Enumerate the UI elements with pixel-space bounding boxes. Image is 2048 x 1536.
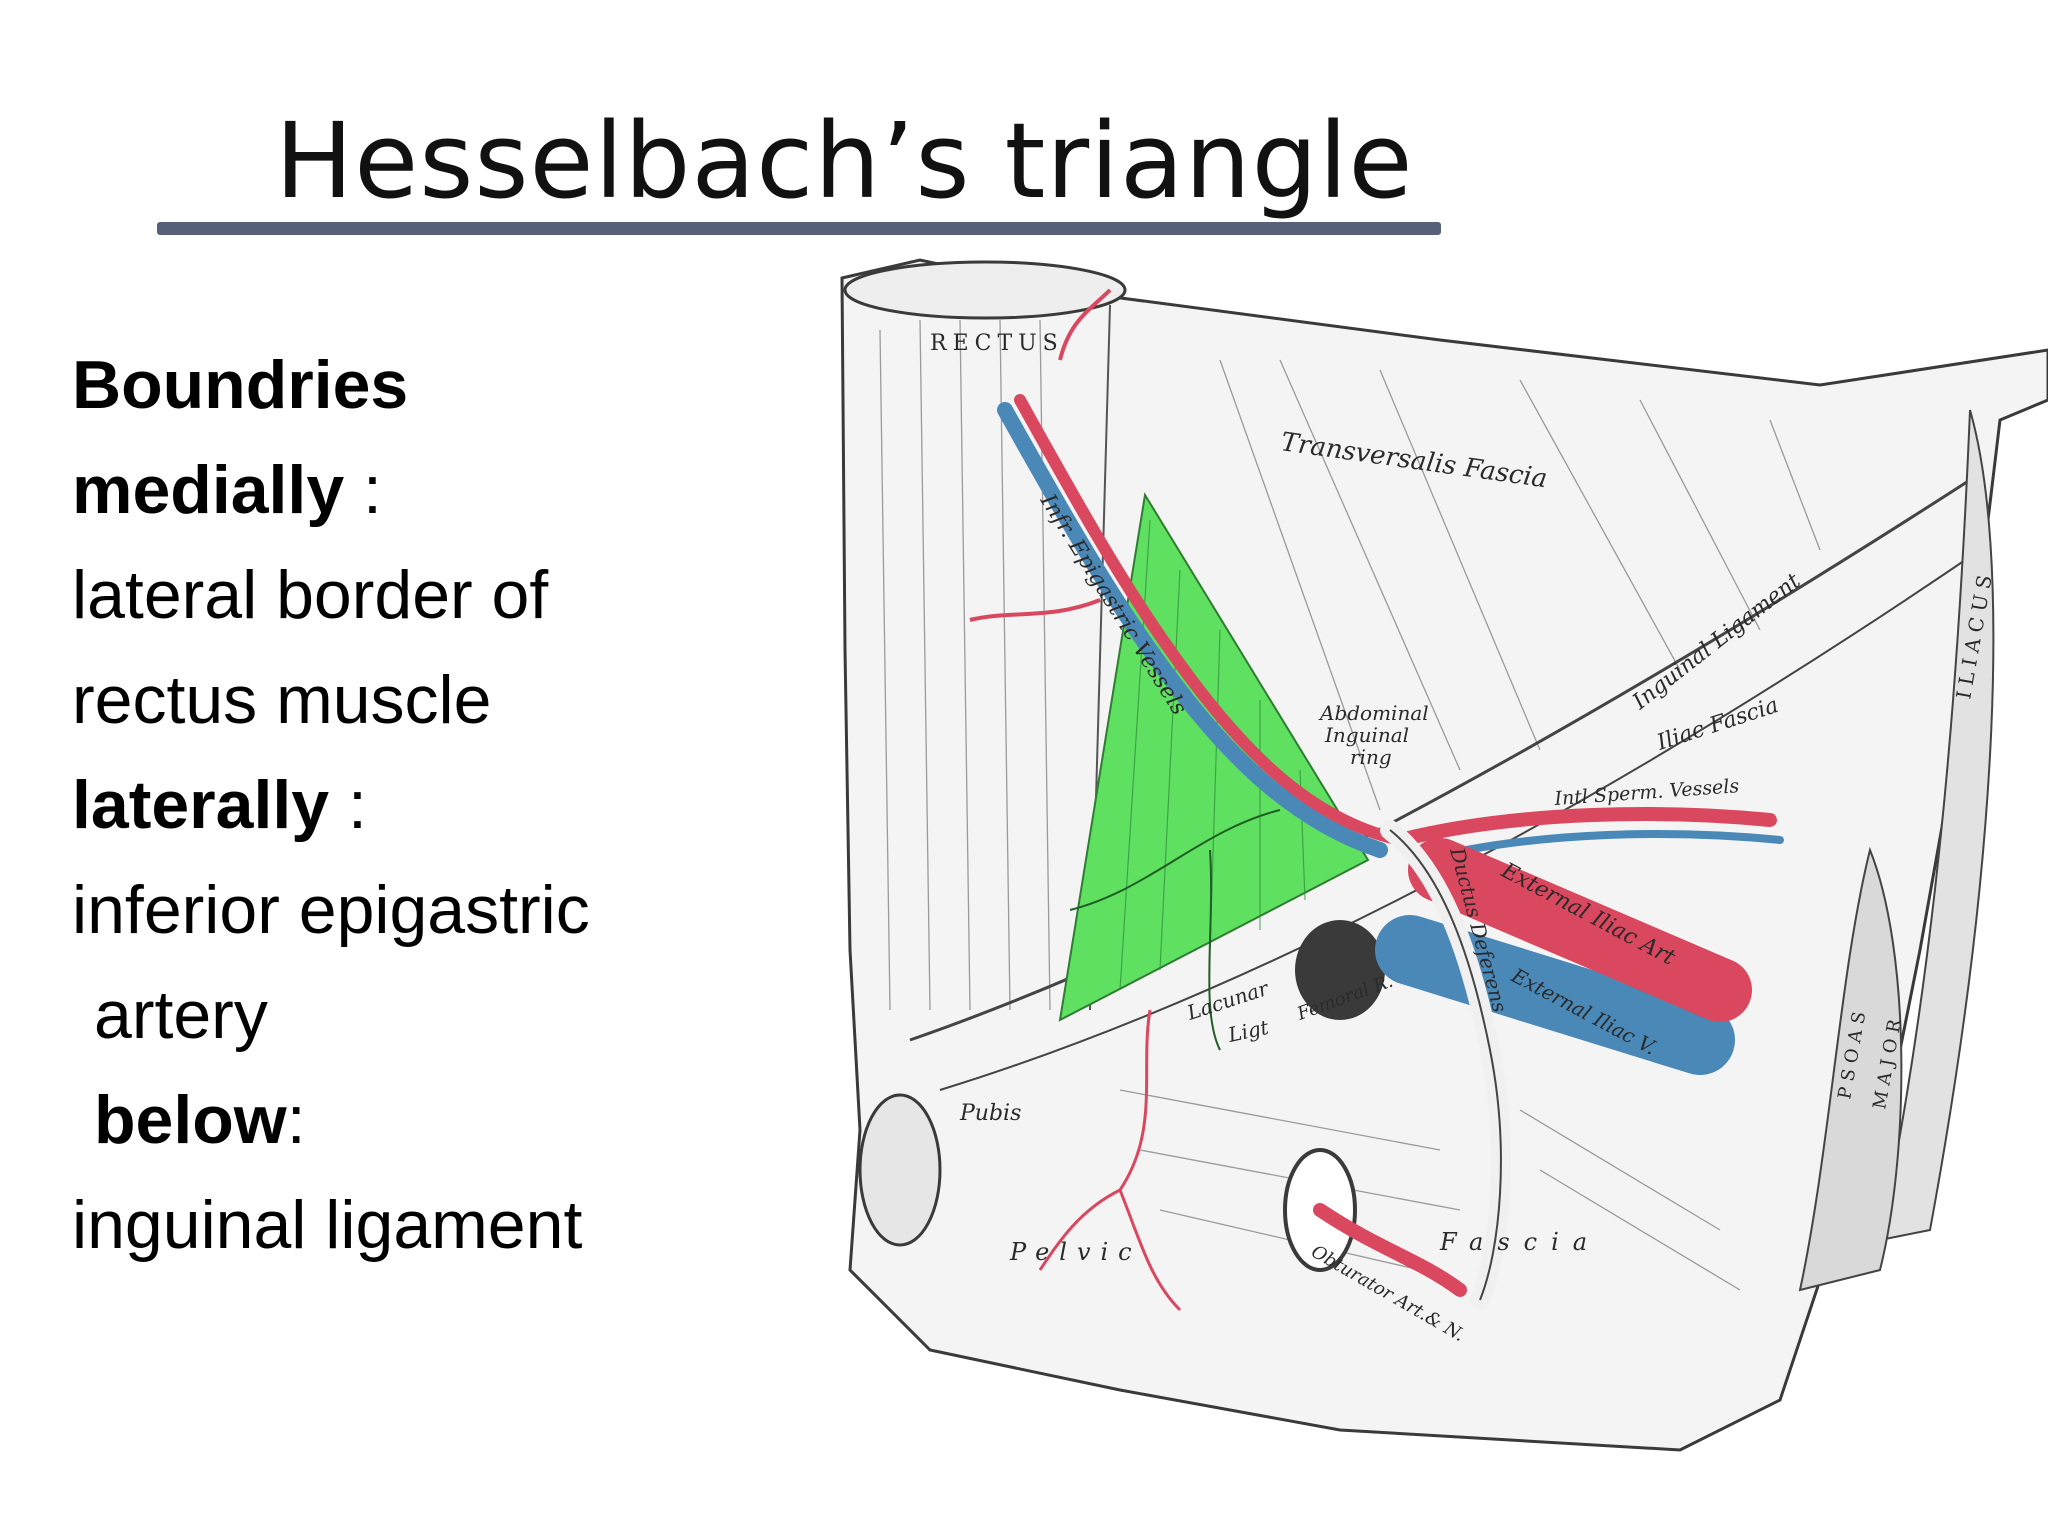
laterally-text-2: artery (94, 977, 268, 1053)
epigastric-branch (969, 288, 1112, 622)
label-pubis: Pubis (959, 1101, 1021, 1126)
triangle-nerve (1069, 809, 1281, 1051)
label-abdominal-ring-2: Inguinal (1324, 723, 1409, 747)
hatch-line (879, 329, 891, 1011)
below-line: below: (72, 1068, 590, 1173)
title-underline (157, 222, 1441, 235)
obturator-artery (1313, 1203, 1467, 1297)
below-separator: : (286, 1082, 306, 1158)
laterally-label: laterally (72, 767, 330, 843)
hatch-line (1769, 419, 1821, 551)
medially-text-1: lateral border of (72, 557, 549, 633)
slide-title: Hesselbach’s triangle (275, 100, 1414, 222)
medially-text-2: rectus muscle (72, 662, 492, 738)
psoas-muscle (1798, 846, 1903, 1292)
hatch-line (999, 319, 1011, 1011)
spermatic-vessels (1393, 807, 1777, 847)
pelvic-branches (1038, 1009, 1182, 1312)
laterally-separator: : (329, 767, 367, 843)
hatch-line (919, 319, 931, 1011)
below-text: inguinal ligament (72, 1187, 583, 1263)
laterally-line: laterally : (72, 753, 590, 858)
iliacus-muscle (1878, 409, 1995, 1242)
ductus-deferens-outline (1389, 829, 1502, 1301)
medially-line: medially : (72, 438, 590, 543)
label-pelvic: Pelvic (1009, 1238, 1142, 1266)
boundaries-text: Boundries medially : lateral border of r… (72, 333, 590, 1278)
label-rectus: RECTUS (930, 331, 1064, 356)
anatomy-illustration: RECTUS Transversalis Fascia Inguinal Lig… (820, 250, 2048, 1480)
laterally-text-1: inferior epigastric (72, 872, 590, 948)
hatch-line (1379, 369, 1541, 751)
hatching (879, 319, 1821, 1291)
inguinal-ligament-lower (939, 549, 1981, 1091)
hatch-line (1639, 399, 1761, 631)
hatch-line (1219, 359, 1381, 811)
label-abdominal-ring-3: ring (1350, 745, 1392, 769)
medially-label: medially (72, 452, 345, 528)
hatch-line (959, 319, 971, 1011)
hatch-line (1279, 359, 1461, 771)
rectus-muscle-top (843, 260, 1127, 320)
below-label: below (94, 1082, 287, 1158)
medially-separator: : (344, 452, 382, 528)
striation-line (1159, 569, 1181, 971)
label-abdominal-ring-1: Abdominal (1318, 701, 1429, 725)
pubis-bone (858, 1093, 942, 1247)
hatch-line (1519, 1109, 1721, 1231)
inferior-epigastric-vein (997, 402, 1388, 858)
label-fascia: Fascia (1439, 1228, 1601, 1256)
anatomy-drawing: RECTUS Transversalis Fascia Inguinal Lig… (840, 258, 2048, 1452)
external-iliac-artery (1408, 838, 1752, 1022)
inferior-epigastric-artery (1014, 394, 1406, 846)
hatch-line (1539, 1169, 1741, 1291)
boundaries-heading: Boundries (72, 347, 409, 423)
femoral-ring (1295, 920, 1385, 1020)
hatch-line (1119, 1089, 1441, 1151)
striation-line (1119, 519, 1151, 991)
hatch-line (1519, 379, 1681, 671)
